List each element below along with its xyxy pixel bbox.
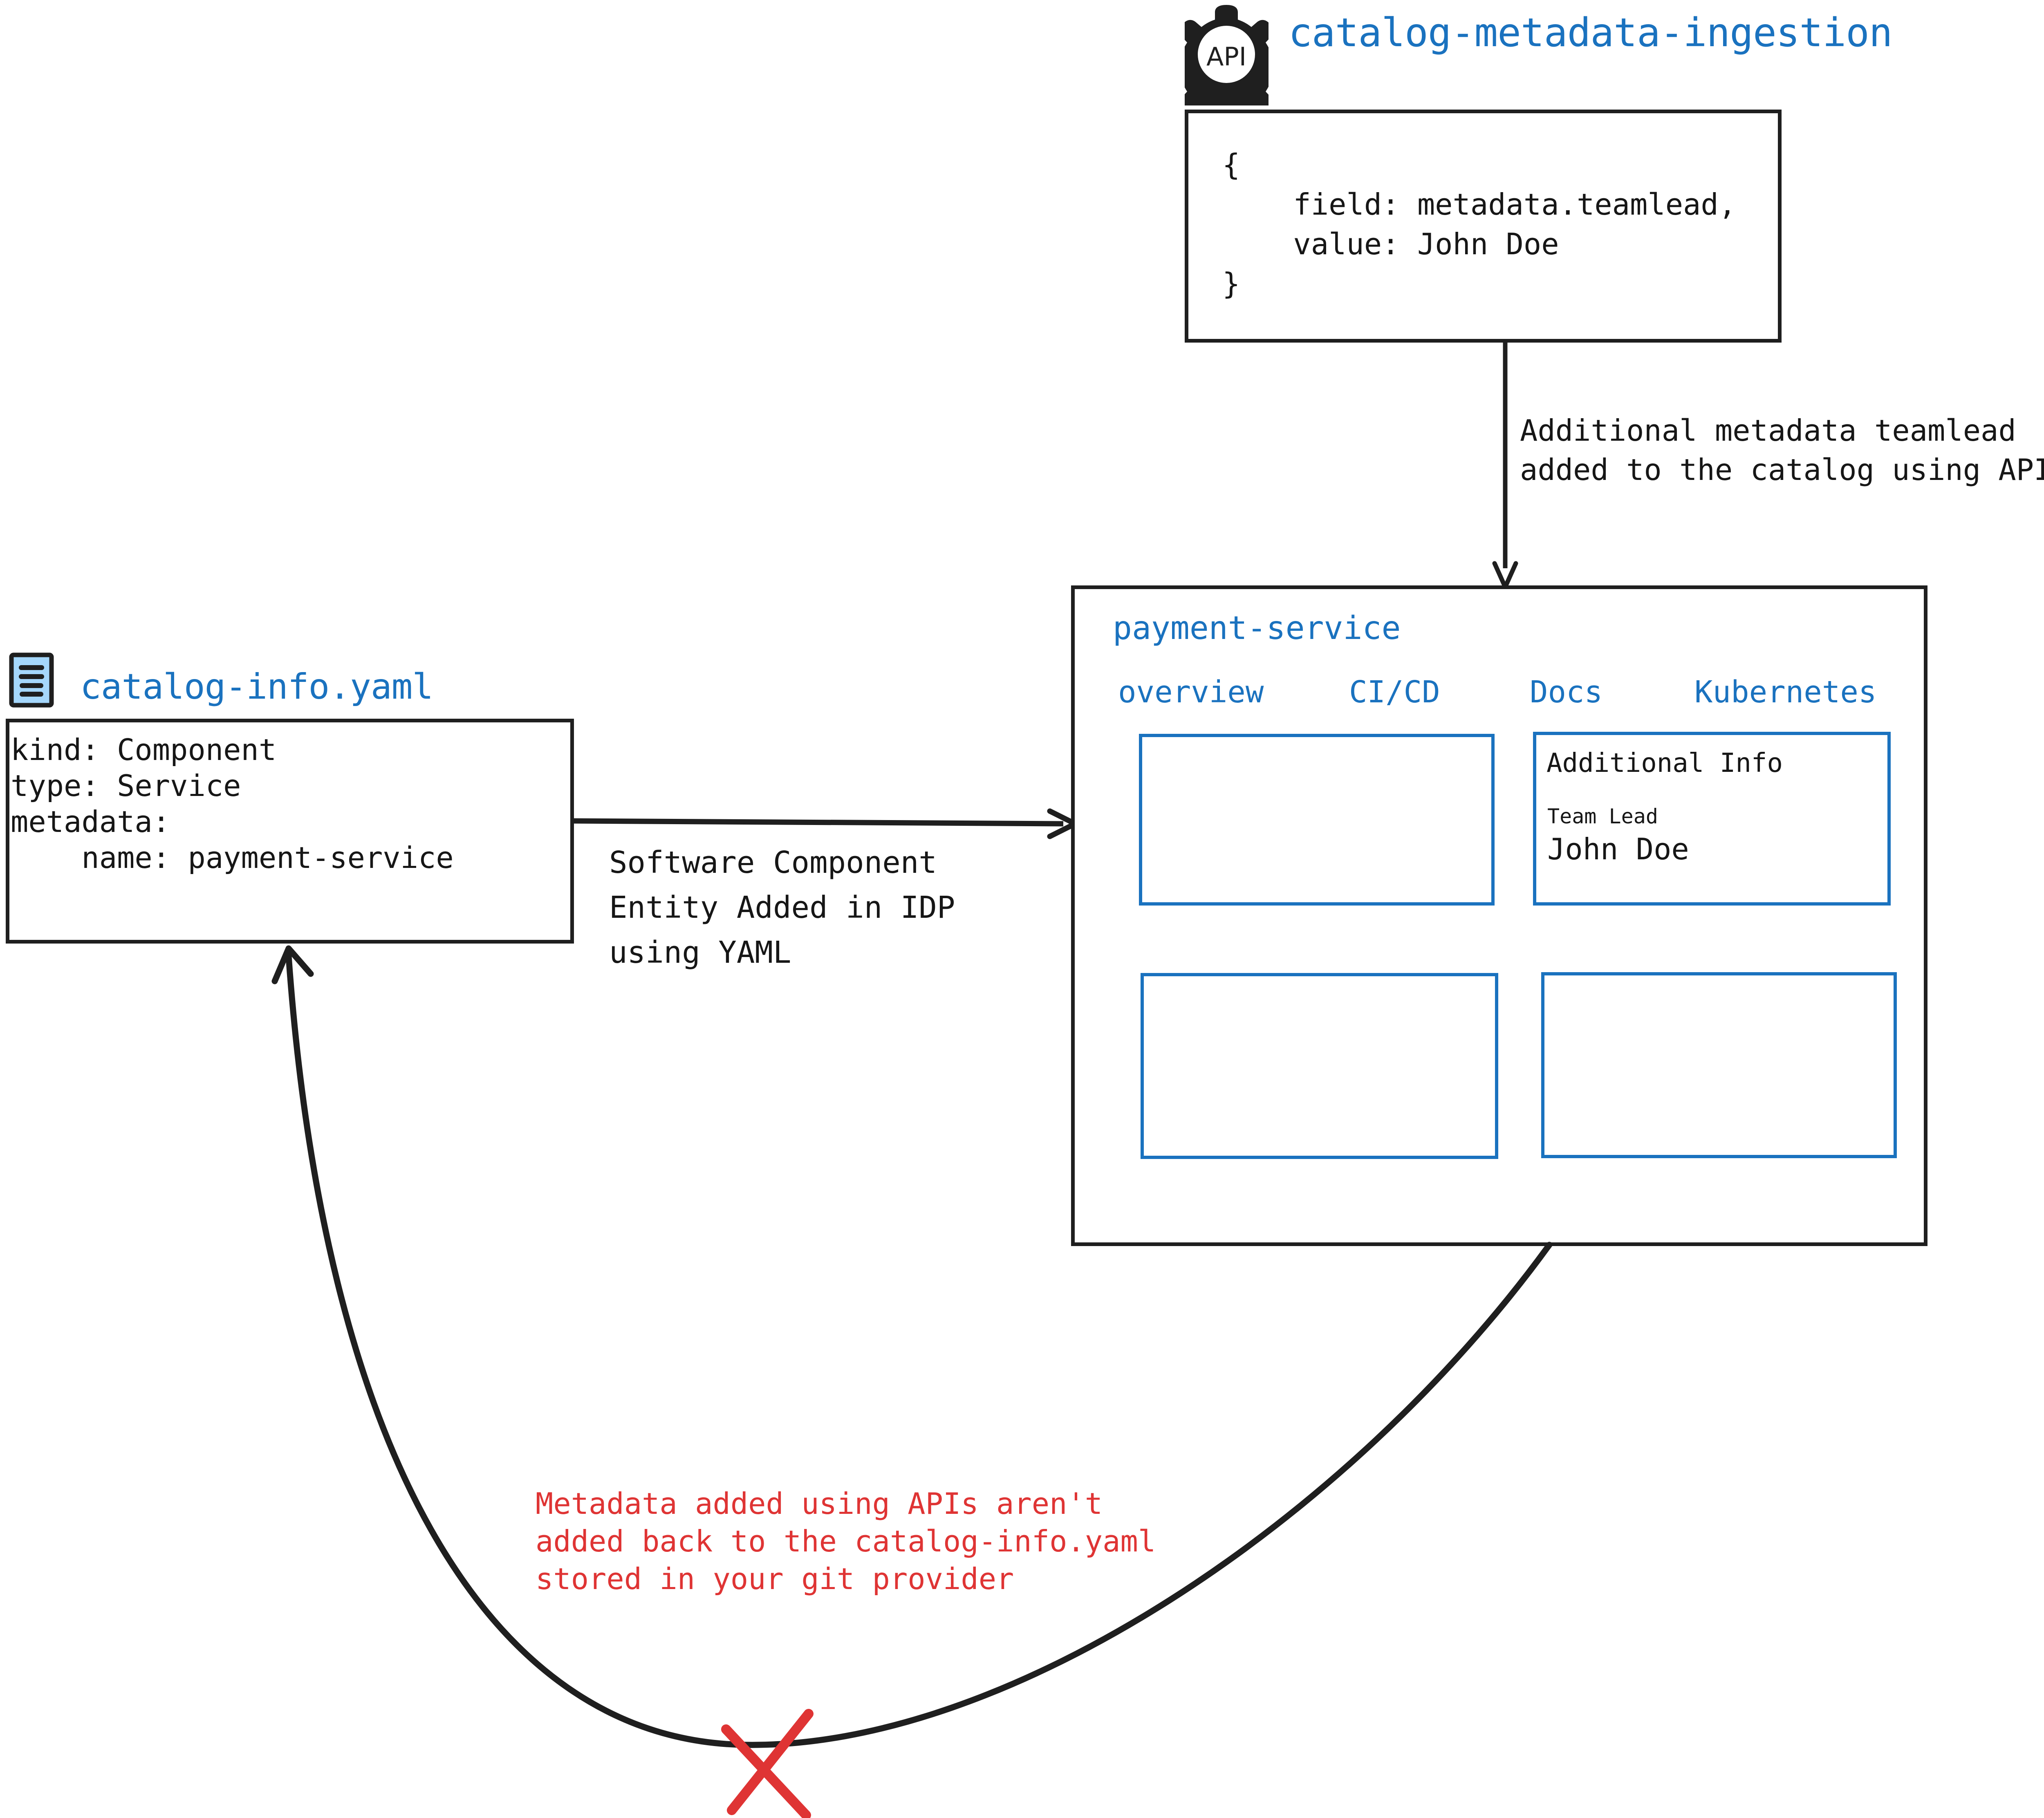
- yaml-code-box: [6, 719, 574, 944]
- api-payload-code: { field: metadata.teamlead, value: John …: [1222, 148, 1737, 301]
- additional-info-title: Additional Info: [1546, 748, 1783, 778]
- yaml-file-icon: [9, 652, 54, 708]
- api-gear-icon: API: [1165, 3, 1288, 129]
- panel-card-bottom-left: [1141, 973, 1498, 1159]
- yaml-node-title: catalog-info.yaml: [80, 666, 433, 707]
- svg-text:API: API: [1206, 42, 1246, 72]
- tab-kubernetes[interactable]: Kubernetes: [1694, 675, 1877, 710]
- warning-note: Metadata added using APIs aren't added b…: [536, 1486, 1156, 1596]
- api-arrow-label: Additional metadata teamlead added to th…: [1520, 413, 2044, 487]
- api-node-title: catalog-metadata-ingestion: [1289, 10, 1893, 56]
- additional-info-card: [1533, 732, 1891, 906]
- team-lead-label: Team Lead: [1547, 805, 1658, 828]
- panel-card-bottom-right: [1541, 972, 1897, 1158]
- tab-cicd[interactable]: CI/CD: [1349, 675, 1440, 710]
- panel-card-top-left: [1139, 734, 1495, 906]
- team-lead-value: John Doe: [1547, 832, 1689, 866]
- yaml-code-content: kind: Component type: Service metadata: …: [11, 733, 454, 875]
- panel-title: payment-service: [1113, 610, 1401, 647]
- tab-overview[interactable]: overview: [1118, 675, 1264, 710]
- yaml-arrow-label: Software Component Entity Added in IDP u…: [609, 845, 955, 970]
- tab-docs[interactable]: Docs: [1530, 675, 1603, 710]
- api-payload-box: [1185, 110, 1782, 343]
